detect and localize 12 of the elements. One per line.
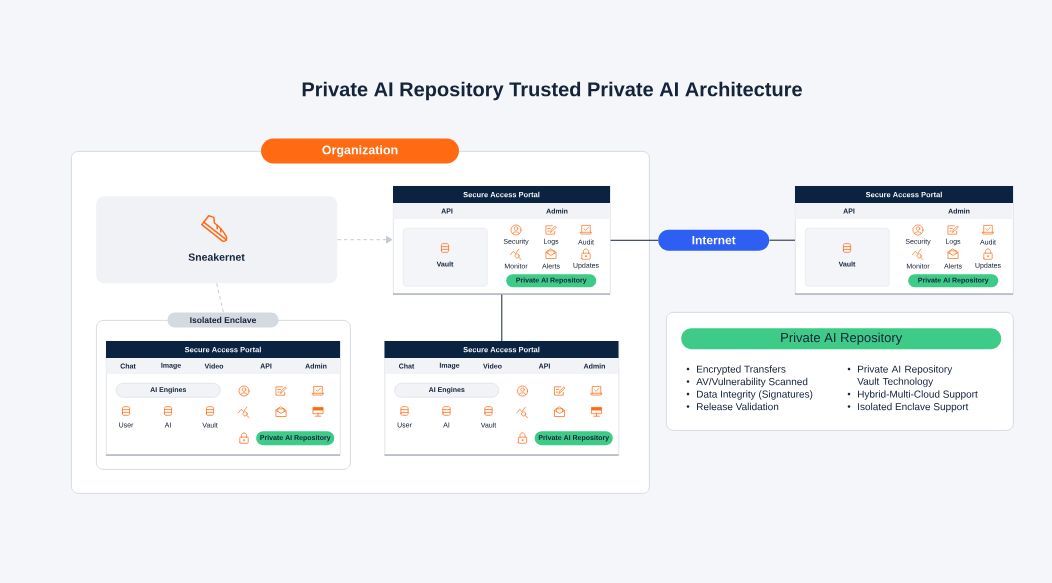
heading-pill: Isolated Enclave xyxy=(167,312,279,328)
list-item: Data Integrity (Signatures) xyxy=(697,390,813,400)
list-item: Hybrid-Multi-Cloud Support xyxy=(858,390,978,400)
heading-pill: Private AI Repository xyxy=(681,328,1002,350)
list-item: Private AI Repository Vault Technology xyxy=(857,365,953,387)
list-item: Encrypted Transfers xyxy=(697,365,786,375)
process-box: Sneakernet xyxy=(96,196,338,284)
list-item: Release Validation xyxy=(697,402,779,411)
heading-pill: Organization xyxy=(261,138,459,164)
title: Private AI Repository Trusted Private AI Architecture xyxy=(302,81,802,101)
list-item: AV/Vulnerability Scanned xyxy=(696,377,808,388)
list-item: Isolated Enclave Support xyxy=(858,402,969,413)
